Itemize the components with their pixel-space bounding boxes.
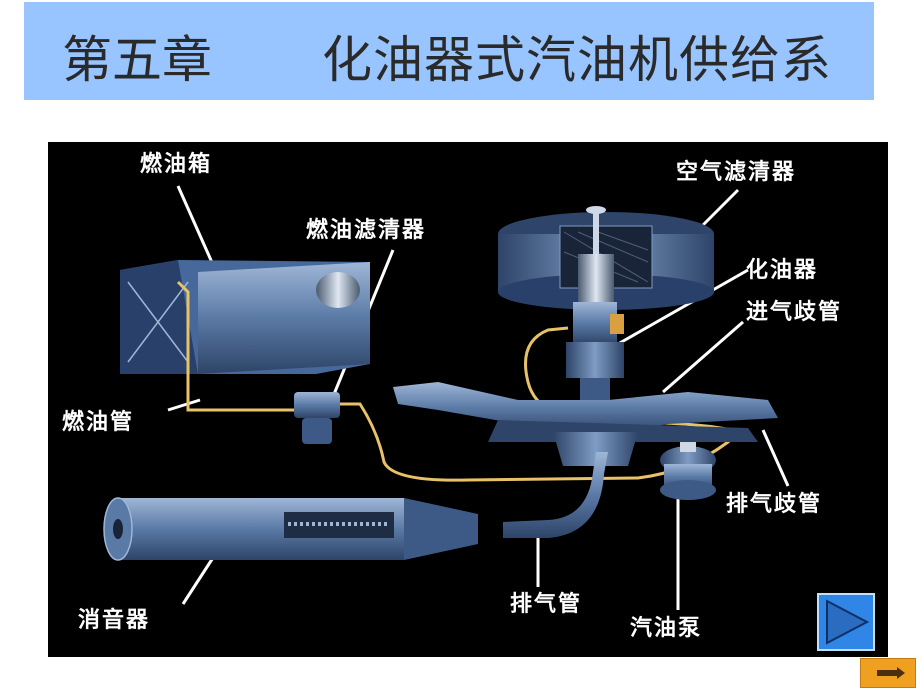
label-intake-manifold: 进气歧管 — [746, 300, 843, 325]
diagram-illustration — [103, 185, 790, 610]
next-slide-button[interactable] — [817, 593, 875, 651]
label-carburetor: 化油器 — [746, 258, 819, 283]
manifold-shape — [393, 382, 778, 466]
label-fuel-tank: 燃油箱 — [140, 152, 213, 177]
fuel-pump-shape — [660, 442, 716, 500]
title-bar: 第五章 化油器式汽油机供给系 — [24, 2, 874, 100]
label-air-filter: 空气滤清器 — [676, 160, 797, 185]
label-fuel-filter: 燃油滤清器 — [306, 218, 427, 243]
page-title: 化油器式汽油机供给系 — [322, 31, 832, 89]
fuel-filter-shape — [294, 392, 340, 444]
label-exhaust-manifold: 排气歧管 — [726, 492, 823, 517]
play-triangle-icon — [826, 599, 870, 645]
exhaust-pipe-shape — [503, 452, 608, 538]
label-fuel-pump: 汽油泵 — [630, 616, 703, 641]
fuel-tank-shape — [120, 260, 370, 374]
label-fuel-line: 燃油管 — [62, 410, 135, 435]
fuel-system-diagram: 燃油箱 燃油滤清器 空气滤清器 化油器 进气歧管 燃油管 排气歧管 消音器 排气… — [48, 142, 888, 657]
return-button[interactable] — [860, 658, 916, 688]
muffler-shape — [103, 497, 478, 561]
chapter-label: 第五章 — [62, 31, 212, 89]
return-arrow-icon — [877, 667, 905, 679]
label-exhaust-pipe: 排气管 — [510, 592, 583, 617]
leader-lines — [167, 185, 790, 610]
label-muffler: 消音器 — [78, 608, 151, 633]
carburetor-shape — [566, 302, 624, 400]
air-filter-shape — [498, 206, 714, 310]
